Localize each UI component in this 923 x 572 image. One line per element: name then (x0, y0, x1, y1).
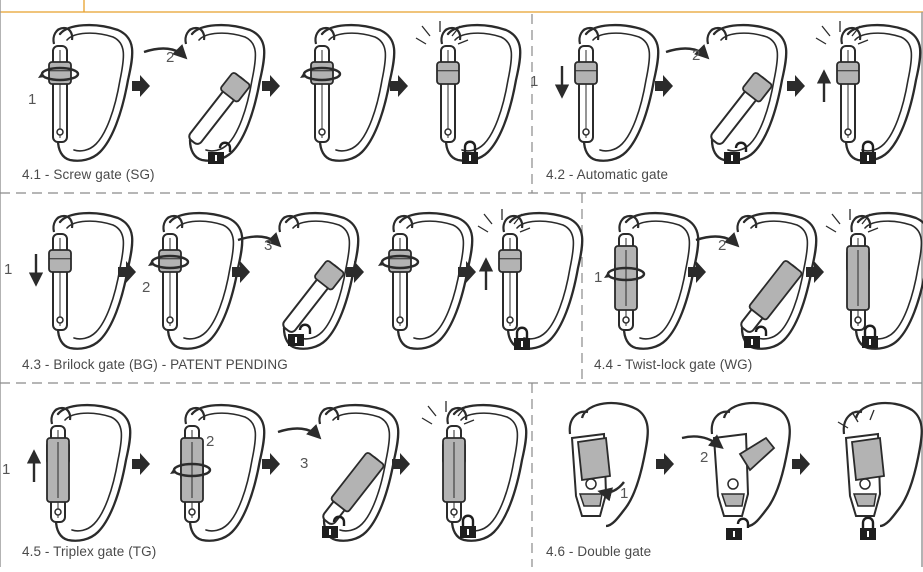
carabiner-icon: 1 (594, 213, 698, 349)
caption-screw-gate: 4.1 - Screw gate (SG) (22, 167, 155, 182)
step-label: 1 (4, 261, 12, 278)
padlock-closed-icon (462, 142, 478, 164)
push-arrow-icon (696, 237, 736, 244)
arrow-right-icon (792, 453, 810, 475)
carabiner-icon (300, 25, 394, 161)
step-label: 1 (2, 461, 10, 478)
arrow-right-icon (132, 453, 150, 475)
padlock-closed-icon (860, 518, 876, 540)
step-label: 2 (700, 449, 708, 466)
push-arrow-icon (278, 429, 318, 436)
caption-twist-lock-gate: 4.4 - Twist-lock gate (WG) (594, 357, 752, 372)
arrow-right-icon (132, 75, 150, 97)
carabiner-icon: 2 (170, 405, 264, 541)
step-label: 1 (530, 73, 538, 90)
step-label: 2 (718, 237, 726, 254)
step-label: 1 (594, 269, 602, 286)
caption-triplex-gate: 4.5 - Triplex gate (TG) (22, 544, 156, 559)
arrow-right-icon (390, 75, 408, 97)
arrow-right-icon (346, 261, 364, 283)
arrow-right-icon (262, 453, 280, 475)
padlock-closed-icon (862, 326, 878, 348)
step-label: 1 (28, 91, 36, 108)
carabiner-icon (378, 213, 472, 349)
carabiner-icon: 2 (144, 25, 264, 161)
carabiner-icon (478, 209, 582, 349)
caption-brilock-gate: 4.3 - Brilock gate (BG) - PATENT PENDING (22, 357, 288, 372)
carabiner-icon: 3 (278, 405, 398, 541)
step-label: 2 (166, 49, 174, 66)
carabiner-icon: 1 (28, 25, 132, 161)
padlock-closed-icon (860, 142, 876, 164)
carabiner-icon: 2 (142, 213, 242, 349)
step-label: 1 (620, 485, 628, 502)
padlock-open-icon (726, 519, 748, 540)
caption-double-gate: 4.6 - Double gate (546, 544, 651, 559)
double-gate-hook-icon: 1 (570, 403, 648, 526)
arrow-right-icon (787, 75, 805, 97)
push-arrow-icon (144, 49, 184, 56)
carabiner-icon: 1 (530, 25, 658, 161)
step-label: 2 (692, 47, 700, 64)
carabiner-icon: 1 (4, 213, 132, 349)
double-gate-hook-icon: 2 (682, 403, 790, 526)
arrow-right-icon (656, 453, 674, 475)
carabiner-icon: 1 (2, 405, 130, 541)
carabiner-icon (422, 401, 526, 541)
step-label: 2 (206, 433, 214, 450)
step-label: 3 (300, 455, 308, 472)
step-label: 2 (142, 279, 150, 296)
caption-automatic-gate: 4.2 - Automatic gate (546, 167, 668, 182)
carabiner-icon (816, 21, 920, 161)
double-gate-hook-icon (838, 403, 922, 526)
padlock-closed-icon (460, 516, 476, 538)
carabiner-icon (416, 21, 520, 161)
padlock-closed-icon (514, 328, 530, 350)
carabiner-icon: 3 (238, 213, 358, 349)
step-label: 3 (264, 237, 272, 254)
arrow-right-icon (262, 75, 280, 97)
arrow-right-icon (655, 75, 673, 97)
carabiner-icon: 2 (666, 25, 786, 161)
padlock-open-icon (724, 143, 746, 164)
